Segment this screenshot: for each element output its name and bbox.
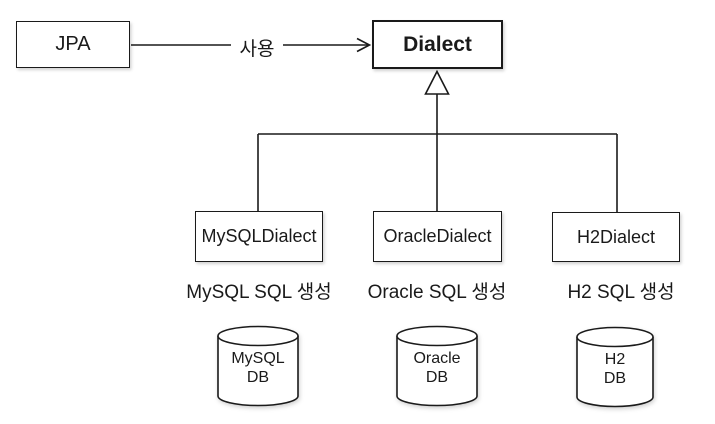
h2-db-label: H2 DB xyxy=(577,350,653,388)
oracle-dialect-node: OracleDialect xyxy=(373,211,502,262)
h2-db-label-line2: DB xyxy=(603,370,627,387)
mysql-db-label-line2: DB xyxy=(246,369,270,386)
dialect-node: Dialect xyxy=(372,20,503,69)
mysql-dialect-node: MySQLDialect xyxy=(195,211,323,262)
oracle-db-label-line1: Oracle xyxy=(413,350,461,367)
inheritance-triangle-icon xyxy=(424,69,450,95)
jpa-node: JPA xyxy=(16,21,130,68)
jpa-node-label: JPA xyxy=(55,33,91,55)
mysql-dialect-node-label: MySQLDialect xyxy=(201,226,317,246)
mysql-caption: MySQL SQL 생성 xyxy=(186,282,332,303)
arrowhead-icon xyxy=(356,37,372,53)
mysql-db-cylinder xyxy=(217,325,299,407)
h2-dialect-node: H2Dialect xyxy=(552,212,680,262)
mysql-db-label-line1: MySQL xyxy=(231,350,285,367)
oracle-db-label-line2: DB xyxy=(425,369,449,386)
h2-db-label-line1: H2 xyxy=(604,351,626,368)
oracle-db-label: Oracle DB xyxy=(397,349,477,387)
h2-caption: H2 SQL 생성 xyxy=(567,282,675,303)
h2-db-cylinder xyxy=(576,326,654,408)
mysql-db-label: MySQL DB xyxy=(218,349,298,387)
dialect-node-label: Dialect xyxy=(403,32,472,56)
oracle-db-cylinder xyxy=(396,325,478,407)
oracle-dialect-node-label: OracleDialect xyxy=(383,226,492,246)
use-edge-label: 사용 xyxy=(239,39,275,60)
oracle-caption: Oracle SQL 생성 xyxy=(367,282,507,303)
h2-dialect-node-label: H2Dialect xyxy=(576,226,656,247)
